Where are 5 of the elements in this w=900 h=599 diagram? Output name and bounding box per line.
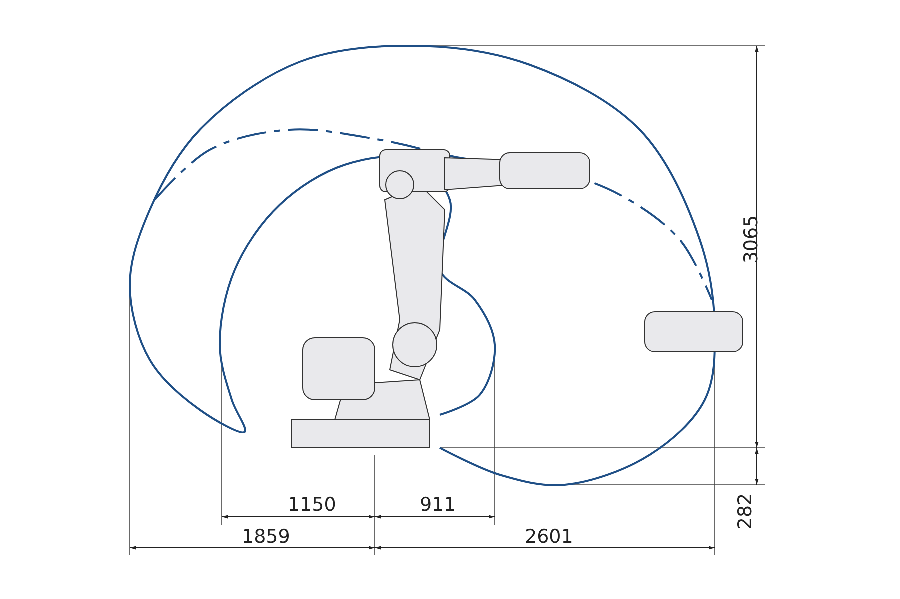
dimension-label: 1150 bbox=[288, 496, 336, 515]
dimension-label: 1859 bbox=[242, 528, 290, 547]
dimension-label: 282 bbox=[736, 493, 756, 530]
dimension-label: 911 bbox=[420, 496, 456, 515]
dimension-label: 2601 bbox=[525, 528, 574, 547]
